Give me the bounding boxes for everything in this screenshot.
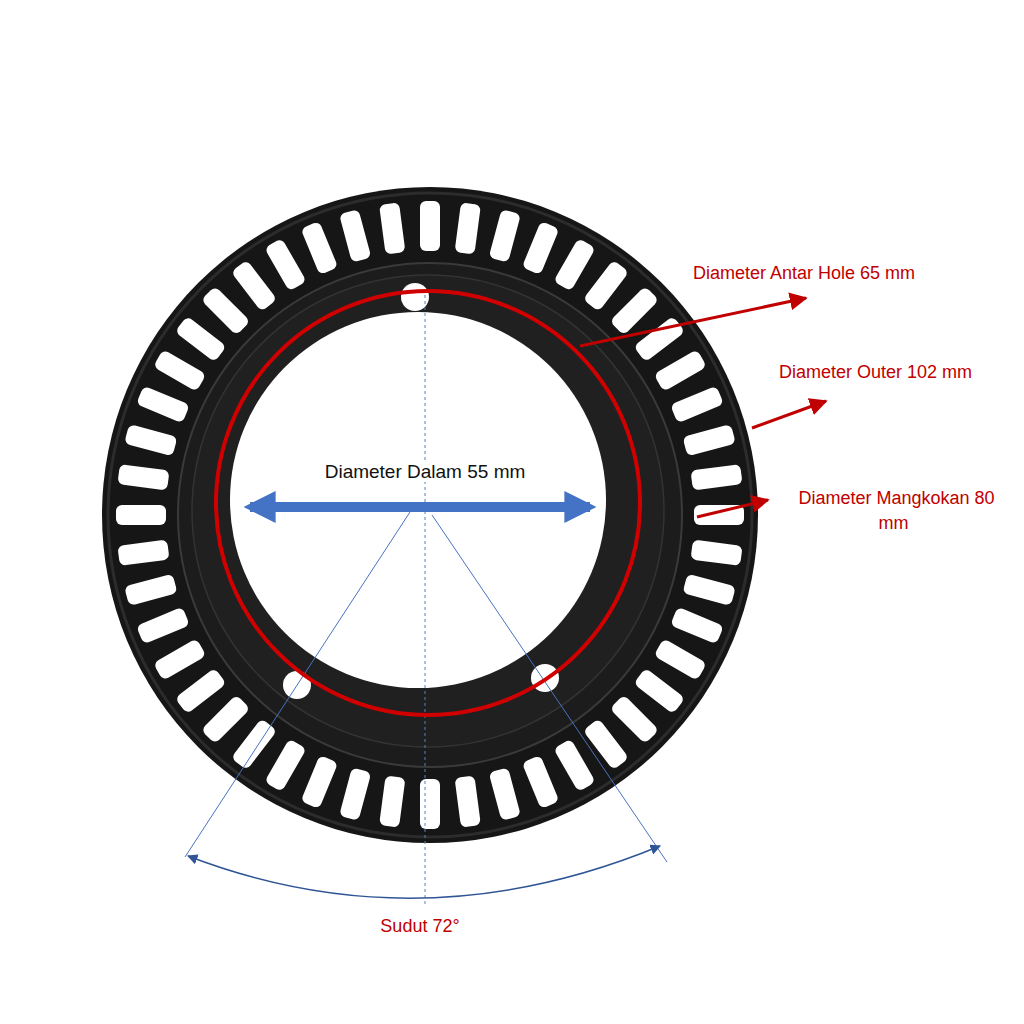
sensor-slot <box>301 221 339 275</box>
sensor-slot <box>175 668 227 714</box>
dimension-label: Diameter Antar Hole 65 mm <box>690 261 980 286</box>
sensor-slot <box>670 386 724 424</box>
sensor-slot <box>633 316 685 362</box>
abs-tone-ring <box>102 187 758 843</box>
sensor-slot <box>231 260 277 312</box>
inner-diameter-arrow <box>250 502 590 512</box>
sensor-slot <box>379 775 405 827</box>
sensor-slot <box>489 767 521 820</box>
sensor-slot <box>455 202 481 254</box>
sensor-slot <box>264 238 306 291</box>
label-text: Diameter Dalam 55 mm <box>322 461 529 482</box>
sensor-slot <box>522 755 560 809</box>
sensor-slot <box>153 349 206 391</box>
sensor-slot <box>201 695 250 744</box>
label-text: Diameter Mangkokan 80 mm <box>795 488 994 533</box>
sensor-slot <box>117 540 169 566</box>
sensor-slot <box>124 574 177 606</box>
leader-arrow <box>752 401 826 428</box>
sensor-slot <box>136 386 190 424</box>
sensor-slot <box>153 638 206 680</box>
angle-ray <box>185 512 410 857</box>
label-text: Diameter Antar Hole 65 mm <box>690 263 918 283</box>
sensor-slot <box>654 349 707 391</box>
leader-arrow <box>697 500 768 517</box>
sensor-slot <box>420 201 440 251</box>
sensor-slot <box>455 775 481 827</box>
sensor-slot <box>670 607 724 645</box>
ring-body <box>102 187 758 843</box>
sensor-slot <box>264 739 306 792</box>
sensor-slot <box>553 238 595 291</box>
sensor-slot <box>124 424 177 456</box>
dimension-label: Diameter Outer 102 mm <box>776 360 1016 385</box>
sensor-slot <box>522 221 560 275</box>
leader-arrow <box>580 298 806 346</box>
sensor-slot <box>583 718 629 770</box>
dimension-label: Diameter Mangkokan 80 mm <box>785 486 1005 536</box>
label-text: Sudut 72° <box>377 916 462 936</box>
sensor-slot <box>654 638 707 680</box>
center-axis <box>425 295 426 905</box>
sensor-slot <box>583 260 629 312</box>
sensor-slot <box>136 607 190 645</box>
sensor-slot <box>633 668 685 714</box>
angle-arc <box>188 846 660 898</box>
sensor-slot <box>201 286 250 335</box>
ring-rim <box>108 193 752 837</box>
sensor-slot <box>379 202 405 254</box>
cup-wall <box>192 275 664 747</box>
sensor-slot <box>682 424 735 456</box>
sensor-slot <box>420 779 440 829</box>
bolt-circle <box>216 291 640 715</box>
dimension-label: Sudut 72° <box>330 914 510 939</box>
cup <box>178 263 682 767</box>
sensor-slot <box>690 464 742 490</box>
inner-bore <box>230 312 606 688</box>
sensor-slot <box>339 209 371 262</box>
sensor-slot <box>610 286 659 335</box>
sensor-slot <box>682 574 735 606</box>
sensor-slot <box>690 540 742 566</box>
sensor-slot <box>301 755 339 809</box>
sensor-slot <box>116 505 166 525</box>
label-text: Diameter Outer 102 mm <box>776 362 975 382</box>
dimension-label: Diameter Dalam 55 mm <box>290 459 560 486</box>
sensor-slot <box>175 316 227 362</box>
sensor-slot <box>339 767 371 820</box>
sensor-slot <box>489 209 521 262</box>
sensor-slot <box>117 464 169 490</box>
sensor-slot <box>610 695 659 744</box>
